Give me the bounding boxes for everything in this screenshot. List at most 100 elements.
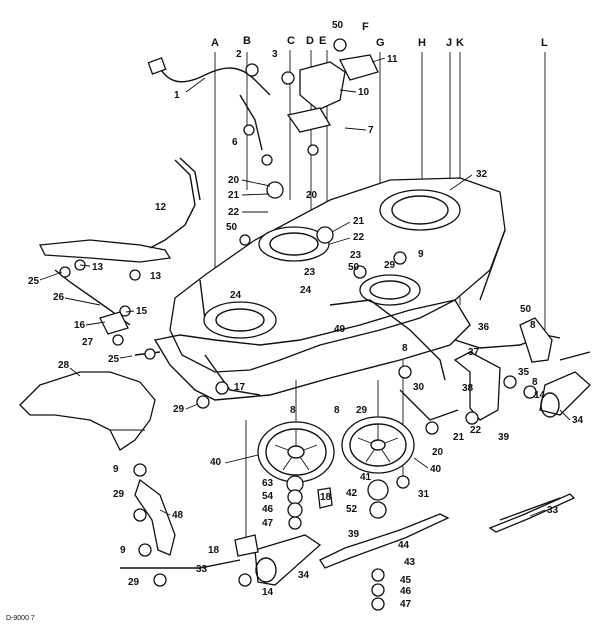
- left-arm-assembly: [38, 239, 176, 556]
- letter-h: H: [418, 37, 426, 49]
- diagram-footer-code: D-9000 7: [6, 615, 35, 622]
- callout-41: 41: [360, 472, 372, 483]
- pulleys: [257, 416, 415, 483]
- spindle-parts: [234, 371, 591, 586]
- baffle-shield: [19, 371, 156, 451]
- deck-housing: [153, 177, 506, 401]
- callout-54: 54: [262, 491, 274, 502]
- callout-22-c: 22: [470, 425, 482, 436]
- callout-18-a: 18: [320, 492, 332, 503]
- callout-12: 12: [155, 202, 167, 213]
- callout-20-b: 20: [306, 190, 318, 201]
- letter-b: B: [243, 35, 251, 47]
- callout-20-a: 20: [228, 175, 240, 186]
- callout-24-a: 24: [230, 290, 242, 301]
- callout-46-b: 46: [400, 586, 412, 597]
- callout-26: 26: [53, 292, 65, 303]
- callout-1: 1: [174, 90, 180, 101]
- letter-k: K: [456, 37, 464, 49]
- callout-9-l2: 9: [120, 545, 126, 556]
- callout-32: 32: [476, 169, 488, 180]
- callout-29-r: 29: [384, 260, 396, 271]
- callout-45: 45: [400, 575, 412, 586]
- letter-c: C: [287, 35, 295, 47]
- belt-guard: [149, 157, 201, 249]
- callout-9-l: 9: [113, 464, 119, 475]
- callout-48: 48: [172, 510, 184, 521]
- callout-46-a: 46: [262, 504, 274, 515]
- callout-14-r: 14: [534, 390, 546, 401]
- callout-21-b: 21: [353, 216, 365, 227]
- callout-8-e: 8: [532, 377, 538, 388]
- callout-39-r: 39: [498, 432, 510, 443]
- callout-9-top: 9: [418, 249, 424, 260]
- callout-17: 17: [234, 382, 246, 393]
- letter-a: A: [211, 37, 219, 49]
- callout-8-a: 8: [290, 405, 296, 416]
- callout-8-d: 8: [530, 320, 536, 331]
- callout-16: 16: [74, 320, 86, 331]
- callout-44: 44: [398, 540, 410, 551]
- callout-21-c: 21: [453, 432, 465, 443]
- callout-14-l: 14: [262, 587, 274, 598]
- callout-31: 31: [418, 489, 430, 500]
- callout-25-b: 25: [108, 354, 120, 365]
- callout-18-b: 18: [208, 545, 220, 556]
- callout-27: 27: [82, 337, 94, 348]
- callout-3: 3: [272, 49, 278, 60]
- callout-50-top: 50: [332, 20, 344, 31]
- callout-28: 28: [58, 360, 70, 371]
- callout-33-l: 33: [196, 564, 208, 575]
- callout-40-a: 40: [210, 457, 222, 468]
- callout-35: 35: [518, 367, 530, 378]
- letter-g: G: [376, 37, 385, 49]
- callout-8-c: 8: [402, 343, 408, 354]
- callout-38: 38: [462, 383, 474, 394]
- column-letters: A B C D E F G H J K L: [211, 21, 548, 49]
- callout-21-a: 21: [228, 190, 240, 201]
- callout-34-r: 34: [572, 415, 584, 426]
- callout-40-b: 40: [430, 464, 442, 475]
- top-bracket-cable: [147, 54, 379, 151]
- callout-15: 15: [136, 306, 148, 317]
- callout-13-a: 13: [92, 262, 104, 273]
- callout-13-b: 13: [150, 271, 162, 282]
- callout-20-c: 20: [432, 447, 444, 458]
- callout-34-l: 34: [298, 570, 310, 581]
- callout-25-a: 25: [28, 276, 40, 287]
- callout-8-b: 8: [334, 405, 340, 416]
- callout-2: 2: [236, 49, 242, 60]
- callout-36: 36: [478, 322, 490, 333]
- callout-22-a: 22: [228, 207, 240, 218]
- part-callouts: 1 2 3 50 10 11 7 6 20 21 12 22 50 20 21 …: [28, 20, 584, 610]
- callout-29-l2: 29: [113, 489, 125, 500]
- callout-37: 37: [468, 347, 480, 358]
- callout-63: 63: [262, 478, 274, 489]
- leader-lines: [39, 57, 571, 569]
- fasteners: [59, 38, 537, 611]
- callout-47-b: 47: [400, 599, 412, 610]
- callout-39-m: 39: [348, 529, 360, 540]
- callout-42: 42: [346, 488, 358, 499]
- letter-f: F: [362, 21, 369, 33]
- callout-30: 30: [413, 382, 425, 393]
- callout-29-l3: 29: [128, 577, 140, 588]
- letter-d: D: [306, 35, 314, 47]
- callout-24-b: 24: [300, 285, 312, 296]
- callout-23-a: 23: [350, 250, 362, 261]
- right-linkage: [120, 317, 591, 569]
- callout-10: 10: [358, 87, 370, 98]
- callout-6: 6: [232, 137, 238, 148]
- callout-7: 7: [368, 125, 374, 136]
- callout-50-mid: 50: [226, 222, 238, 233]
- letter-j: J: [446, 37, 452, 49]
- callout-29-m: 29: [356, 405, 368, 416]
- callout-43: 43: [404, 557, 416, 568]
- callout-29-l: 29: [173, 404, 185, 415]
- callout-33-r: 33: [547, 505, 559, 516]
- callout-23-b: 23: [304, 267, 316, 278]
- callout-52: 52: [346, 504, 358, 515]
- letter-l: L: [541, 37, 548, 49]
- callout-22-b: 22: [353, 232, 365, 243]
